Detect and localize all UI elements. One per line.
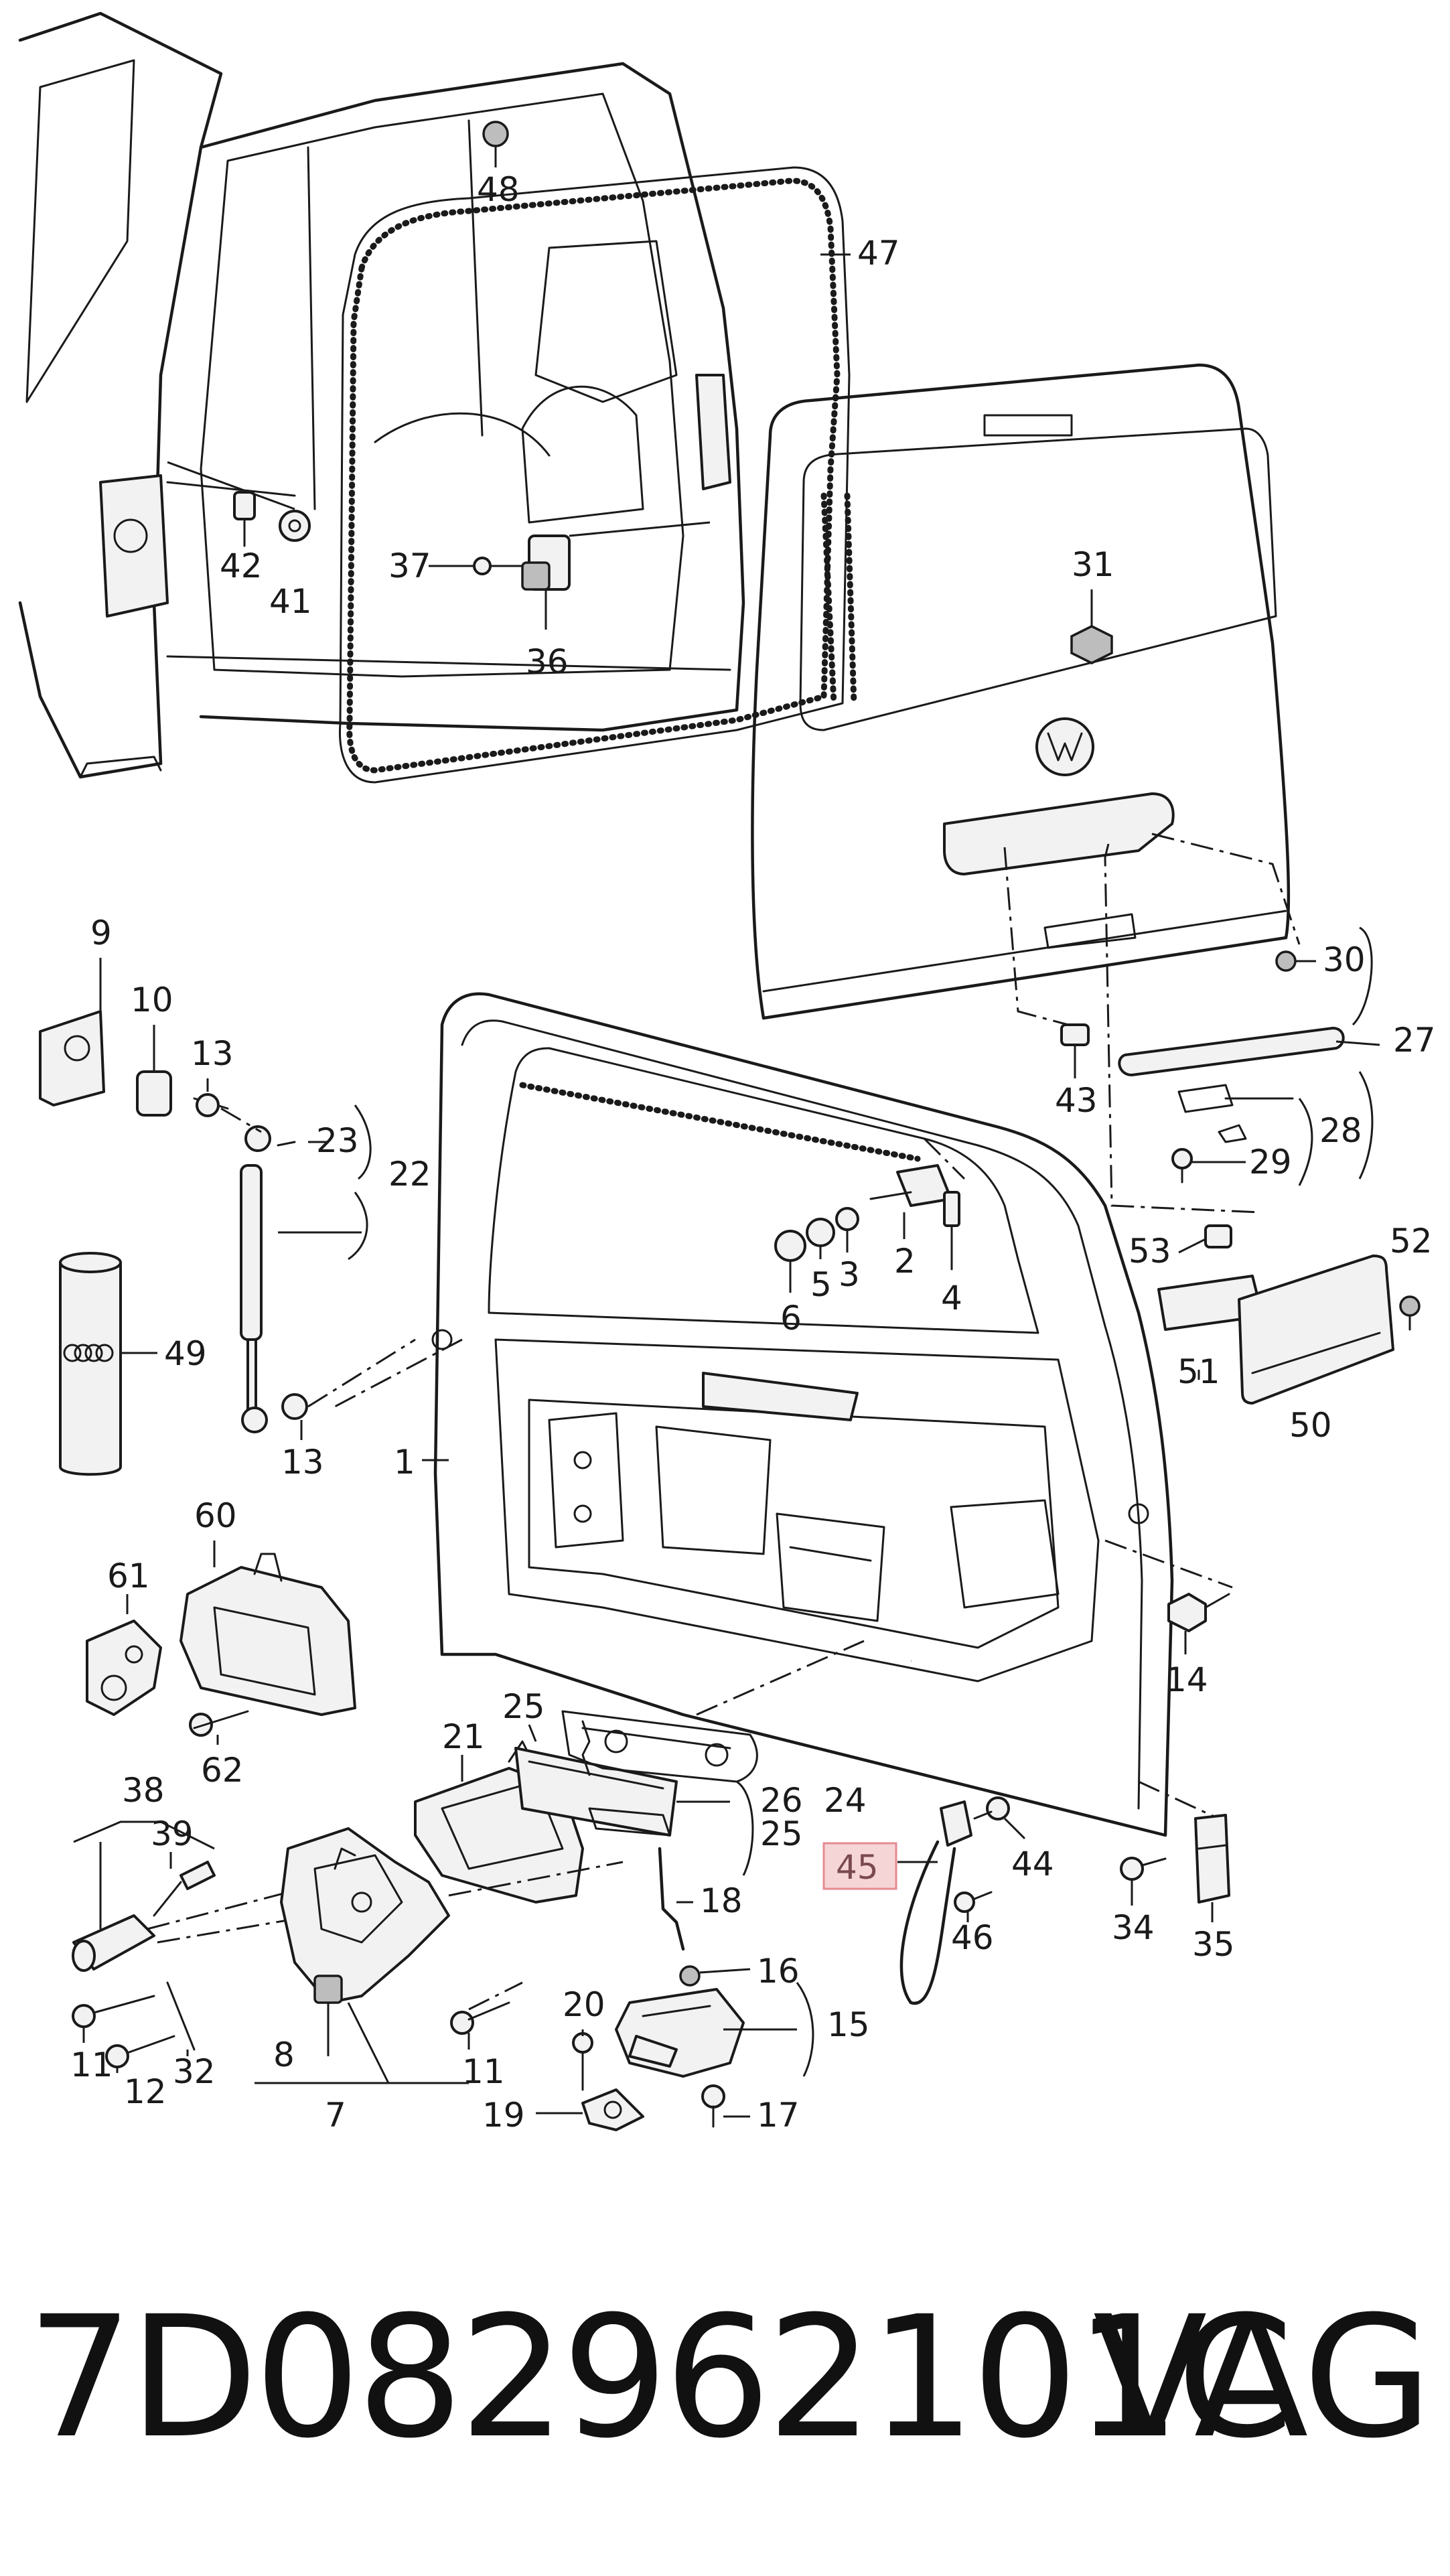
callout-9: 9 (90, 914, 112, 952)
callout-23: 23 (316, 1121, 359, 1160)
part-48-clip (482, 121, 509, 167)
callout-13a: 13 (191, 1034, 234, 1073)
part-60-62-lock-housing (86, 1541, 356, 1745)
callout-20: 20 (563, 1985, 605, 2024)
callout-41: 41 (269, 582, 312, 621)
part-41-42-bolts (167, 461, 311, 547)
callout-10: 10 (131, 981, 173, 1019)
callout-31: 31 (1072, 545, 1114, 584)
part-18-rod (658, 1847, 685, 1951)
callout-43: 43 (1055, 1081, 1098, 1120)
callout-19: 19 (482, 2096, 525, 2135)
callout-37: 37 (388, 547, 431, 585)
part-50-53-plate (1104, 843, 1421, 1405)
highlight-box-45 (822, 1842, 897, 1890)
callout-47: 47 (857, 234, 900, 273)
callout-25a: 25 (502, 1687, 545, 1726)
callout-61: 61 (107, 1557, 150, 1595)
callout-13b: 13 (281, 1443, 324, 1482)
part-14-clip (1167, 1593, 1230, 1654)
callout-4: 4 (941, 1279, 962, 1317)
callout-22: 22 (388, 1155, 431, 1194)
callout-1: 1 (394, 1443, 415, 1482)
tailgate-inner-frame (334, 992, 1233, 1837)
callout-62: 62 (201, 1751, 244, 1790)
part-21-26-handle-assembly (414, 1640, 865, 1904)
vehicle-rear-body (18, 11, 745, 779)
callout-11a: 11 (70, 2046, 113, 2084)
part-36-37-striker (429, 521, 711, 630)
callout-52: 52 (1390, 1222, 1433, 1261)
callout-27: 27 (1393, 1021, 1436, 1060)
part-27-trim-strip (1118, 833, 1380, 1186)
callout-46: 46 (951, 1918, 994, 1957)
callout-44: 44 (1011, 1845, 1054, 1883)
callout-53: 53 (1129, 1232, 1171, 1271)
part-9-13-gas-strut (39, 958, 416, 1440)
part-45-check-strap (897, 1796, 1026, 2005)
callout-5: 5 (810, 1265, 832, 1304)
part-31-nut (1070, 589, 1113, 664)
callout-34: 34 (1112, 1908, 1155, 1947)
callout-3: 3 (839, 1255, 860, 1294)
door-seal (346, 177, 841, 774)
part-34-35-bracket (1120, 1814, 1230, 1922)
callout-32: 32 (173, 2052, 216, 2091)
callout-45: 45 (836, 1848, 879, 1887)
part-number: 7D082962101C (27, 2280, 1294, 2475)
part-43-clip (1003, 847, 1090, 1078)
callout-16: 16 (757, 1952, 800, 1991)
part-2-6-hinge (774, 1137, 966, 1293)
callout-2: 2 (894, 1242, 916, 1281)
callout-14: 14 (1165, 1660, 1208, 1699)
callout-30: 30 (1323, 940, 1366, 979)
callout-60: 60 (194, 1496, 237, 1535)
callout-51: 51 (1177, 1352, 1220, 1391)
part-15-20-latch (536, 1965, 814, 2131)
callout-21: 21 (442, 1717, 485, 1756)
callout-48: 48 (477, 170, 520, 209)
part-38-39-lock-cylinder (72, 1820, 315, 1972)
callout-49: 49 (164, 1334, 207, 1373)
part-7-lock-mechanism (72, 1827, 523, 2084)
callout-25b: 25 (760, 1814, 803, 1853)
callout-6: 6 (780, 1299, 802, 1338)
callout-11b: 11 (462, 2052, 505, 2091)
callout-8: 8 (273, 2035, 295, 2074)
callout-7: 7 (325, 2096, 346, 2135)
callout-38: 38 (122, 1771, 165, 1810)
callout-36: 36 (526, 642, 569, 681)
callout-15: 15 (827, 2005, 870, 2044)
callout-24: 24 (824, 1781, 867, 1820)
brand-label: VAG (1092, 2280, 1433, 2475)
callout-12: 12 (124, 2072, 167, 2111)
callout-labels: 1 2 3 4 5 6 7 8 9 10 11 11 12 13 13 14 1… (70, 170, 1436, 2135)
callout-26: 26 (760, 1781, 803, 1820)
callout-42: 42 (220, 547, 263, 585)
tailgate-outer-panel (751, 363, 1291, 1020)
callout-18: 18 (700, 1881, 743, 1920)
part-49-aerosol-can (59, 1252, 157, 1476)
callout-29: 29 (1249, 1143, 1292, 1182)
callout-35: 35 (1192, 1925, 1235, 1964)
callout-28: 28 (1319, 1111, 1362, 1150)
callout-39: 39 (151, 1814, 194, 1853)
callout-50: 50 (1289, 1406, 1332, 1445)
callout-17: 17 (757, 2096, 800, 2135)
